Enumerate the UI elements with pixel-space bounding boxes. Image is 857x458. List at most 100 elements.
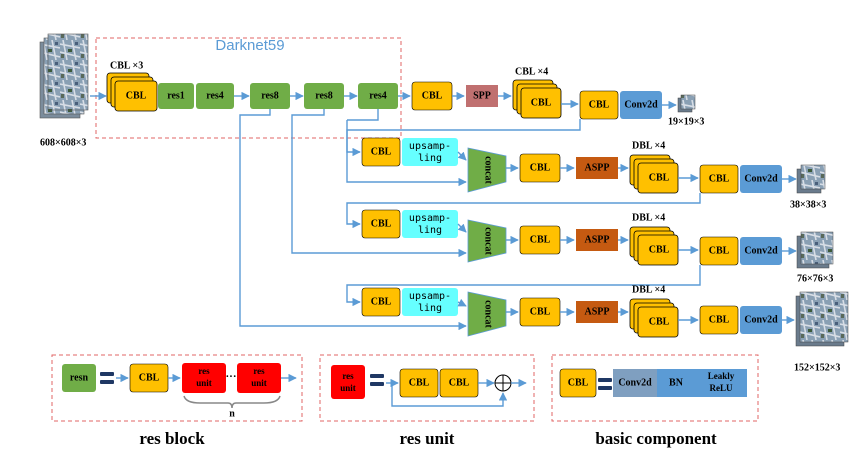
skip-res4-down-to-concat1 bbox=[346, 120, 467, 187]
cbl-repeat-label: CBL ×3 bbox=[110, 60, 143, 71]
input-image-icon bbox=[39, 33, 89, 119]
output-76-label: 76×76×3 bbox=[797, 273, 833, 284]
branch2-concat-label: concat bbox=[483, 227, 494, 255]
branch2-aspp-label: ASPP bbox=[585, 234, 610, 245]
branch2-aspp bbox=[576, 229, 618, 251]
res1-block bbox=[158, 83, 194, 109]
output-76-image-icon bbox=[796, 231, 834, 269]
legend-basic-bn-label: BN bbox=[669, 377, 684, 388]
legend-res-cbl-label: CBL bbox=[139, 372, 160, 383]
backbone-cbl-stack bbox=[106, 72, 158, 112]
legend-basic-conv bbox=[613, 369, 657, 397]
legend-basic-act-line1: Leakly bbox=[708, 371, 735, 381]
legend-unit-box bbox=[331, 365, 365, 399]
branch3-conv bbox=[740, 306, 782, 334]
res4-block-b bbox=[358, 83, 398, 109]
head-conv bbox=[620, 91, 662, 119]
skip-res8a-to-branch3 bbox=[239, 109, 467, 331]
legend-resn bbox=[62, 364, 96, 392]
output-38-label: 38×38×3 bbox=[790, 199, 826, 210]
res4-block-a bbox=[196, 83, 234, 109]
legend-unit-skip bbox=[391, 383, 508, 407]
branch2-dbl-label: CBL bbox=[649, 244, 670, 255]
legend-basic-bn bbox=[657, 369, 695, 397]
branch1-cbl-label: CBL bbox=[371, 146, 392, 157]
branch2-cbl3-label: CBL bbox=[709, 245, 730, 256]
branch1-conv bbox=[740, 165, 782, 193]
branch3-upsample-label-1: upsamp- bbox=[409, 291, 451, 302]
branch1-dbl-stack bbox=[629, 154, 679, 194]
legend-res-block: resn CBL res unit ··· res unit n bbox=[51, 354, 303, 422]
branch3-upsample bbox=[402, 288, 458, 316]
branch3-concat-label: concat bbox=[483, 300, 494, 328]
output-38-image-icon bbox=[796, 164, 826, 194]
branch2-dbl-repeat: DBL ×4 bbox=[632, 212, 665, 223]
equals-icon-2 bbox=[370, 374, 384, 386]
branch3-cbl3-label: CBL bbox=[709, 314, 730, 325]
output-19-image-icon bbox=[677, 94, 696, 113]
branch3-concat bbox=[467, 291, 507, 337]
head-stack-label: CBL bbox=[531, 97, 552, 108]
branch1-dbl-repeat: DBL ×4 bbox=[632, 140, 665, 151]
branch2-upsample-label-1: upsamp- bbox=[409, 213, 451, 224]
spp-label: SPP bbox=[473, 90, 491, 101]
basic-component-caption: basic component bbox=[595, 429, 717, 448]
legend-unit-line2: unit bbox=[340, 383, 356, 393]
res8-block-b bbox=[304, 83, 344, 109]
equals-icon-3 bbox=[598, 378, 612, 390]
branch2-cbl3 bbox=[699, 236, 739, 266]
legend-basic-cbl bbox=[559, 368, 597, 398]
branch1-upsample-label-1: upsamp- bbox=[409, 141, 451, 152]
equals-icon bbox=[100, 372, 114, 384]
res8-block-a bbox=[250, 83, 290, 109]
output-152-image-icon bbox=[795, 291, 849, 347]
branch2-upsample bbox=[402, 210, 458, 238]
legend-basic-act bbox=[695, 369, 747, 397]
branch1-upsample bbox=[402, 138, 458, 166]
plus-circle-icon bbox=[494, 374, 512, 392]
branch1-feedback-line bbox=[346, 193, 701, 229]
branch2-cbl2-label: CBL bbox=[530, 234, 551, 245]
legend-unit-cbl-1 bbox=[399, 368, 439, 398]
branch-1: CBL upsamp- ling concat CBL ASPP DBL ×4 … bbox=[346, 137, 826, 229]
branch1-aspp bbox=[576, 157, 618, 179]
output-19-label: 19×19×3 bbox=[668, 116, 704, 127]
branch2-upsample-label-2: ling bbox=[418, 225, 442, 236]
legend-n-label: n bbox=[229, 408, 235, 419]
darknet-title: Darknet59 bbox=[215, 37, 284, 54]
legend-unit-cbl-1-label: CBL bbox=[409, 377, 430, 388]
legend-basic-act-line2: ReLU bbox=[710, 383, 733, 393]
branch1-cbl3-label: CBL bbox=[709, 173, 730, 184]
legend-unit-line1: res bbox=[342, 371, 354, 381]
legend-unit-cbl-2-label: CBL bbox=[449, 377, 470, 388]
head-cbl-stack bbox=[512, 79, 562, 119]
branch2-cbl-label: CBL bbox=[371, 218, 392, 229]
branch2-concat bbox=[467, 219, 507, 263]
input-size-label: 608×608×3 bbox=[40, 137, 86, 148]
branch1-concat-label: concat bbox=[483, 156, 494, 184]
branch1-conv-label: Conv2d bbox=[744, 173, 778, 184]
branch1-aspp-label: ASPP bbox=[585, 162, 610, 173]
branch-2: CBL upsamp- ling concat CBL ASPP DBL ×4 … bbox=[346, 209, 834, 307]
branch2-conv bbox=[740, 237, 782, 265]
res-unit-caption: res unit bbox=[400, 429, 455, 448]
branch2-feedback-line bbox=[346, 265, 701, 307]
branch3-aspp-label: ASPP bbox=[585, 306, 610, 317]
branch2-conv-label: Conv2d bbox=[744, 245, 778, 256]
branch1-cbl bbox=[361, 137, 401, 167]
branch-3: CBL upsamp- ling concat CBL ASPP DBL ×4 … bbox=[361, 284, 849, 373]
output-152-label: 152×152×3 bbox=[794, 362, 840, 373]
res8-label-b: res8 bbox=[315, 90, 333, 101]
branch3-cbl-label: CBL bbox=[371, 296, 392, 307]
branch3-cbl bbox=[361, 287, 401, 317]
res1-label: res1 bbox=[167, 90, 185, 101]
head-cbl-label: CBL bbox=[422, 90, 443, 101]
head-cbl-2-label: CBL bbox=[589, 99, 610, 110]
branch1-cbl3 bbox=[699, 164, 739, 194]
res4-label-b: res4 bbox=[369, 90, 387, 101]
legend-res-unit-1-line1: res bbox=[198, 366, 210, 376]
res-block-caption: res block bbox=[139, 429, 205, 448]
branch1-cbl2-label: CBL bbox=[530, 162, 551, 173]
legend-brace bbox=[183, 395, 281, 409]
branch3-dbl-repeat: DBL ×4 bbox=[632, 284, 665, 295]
